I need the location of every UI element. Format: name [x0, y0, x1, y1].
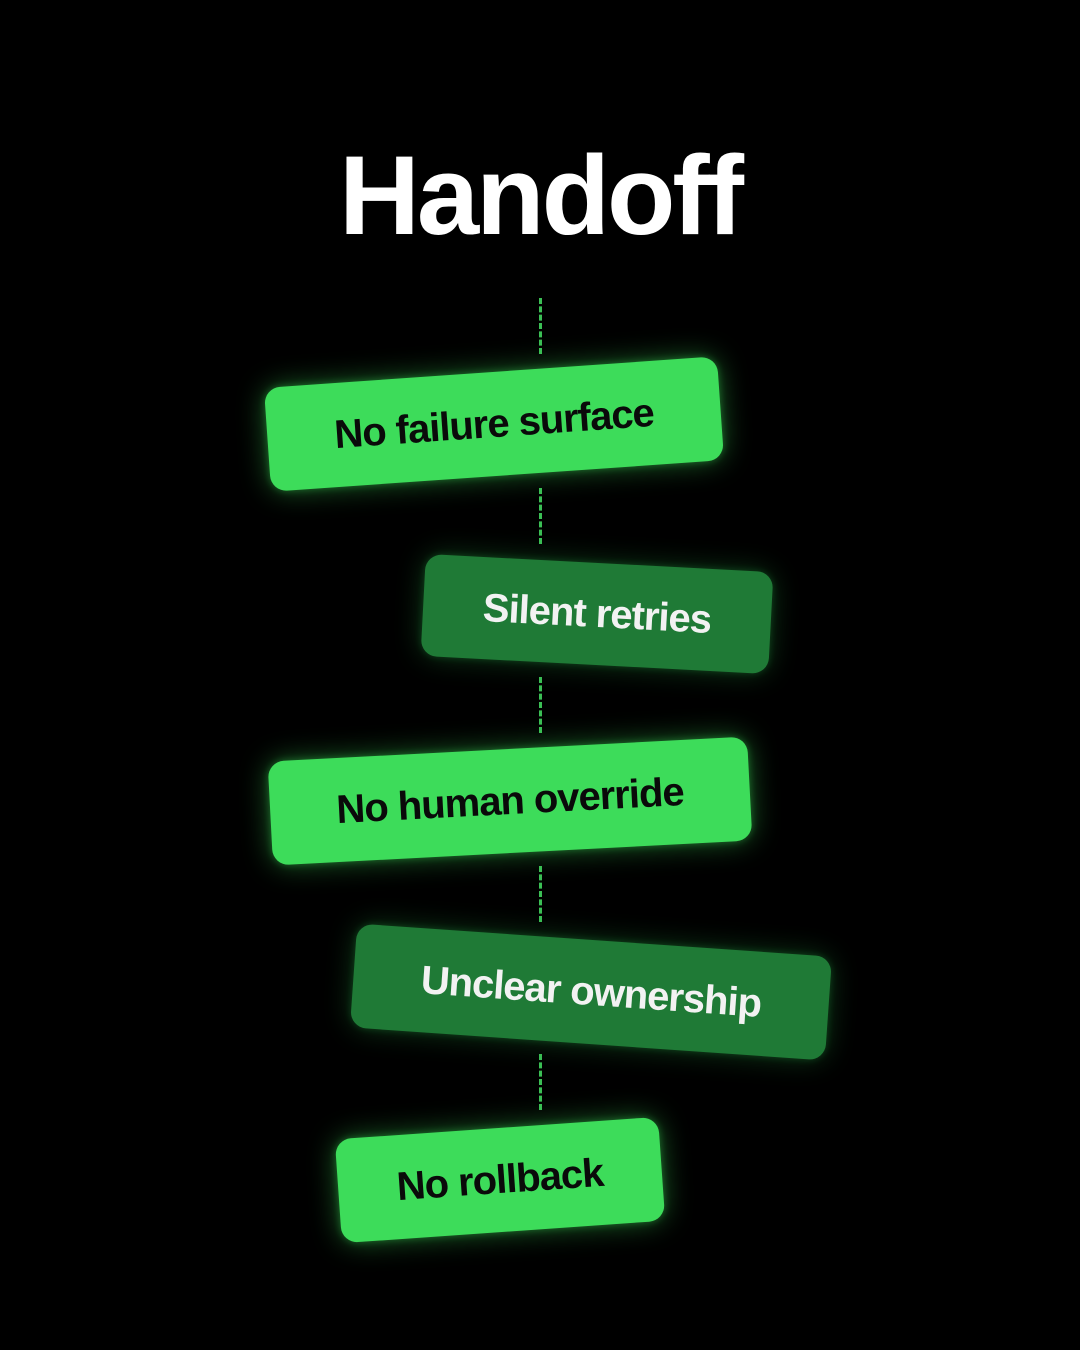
tag-silent-retries: Silent retries: [420, 553, 774, 675]
tag-unclear-ownership: Unclear ownership: [349, 923, 833, 1061]
dashed-connector: [539, 298, 542, 354]
tag-no-human-override: No human override: [267, 736, 753, 866]
tag-no-failure-surface: No failure surface: [263, 356, 725, 492]
diagram-title: Handoff: [338, 133, 744, 258]
dashed-connector: [539, 866, 542, 922]
dashed-connector: [539, 488, 542, 544]
dashed-connector: [539, 1054, 542, 1110]
tag-no-rollback: No rollback: [334, 1116, 666, 1244]
dashed-connector: [539, 677, 542, 733]
